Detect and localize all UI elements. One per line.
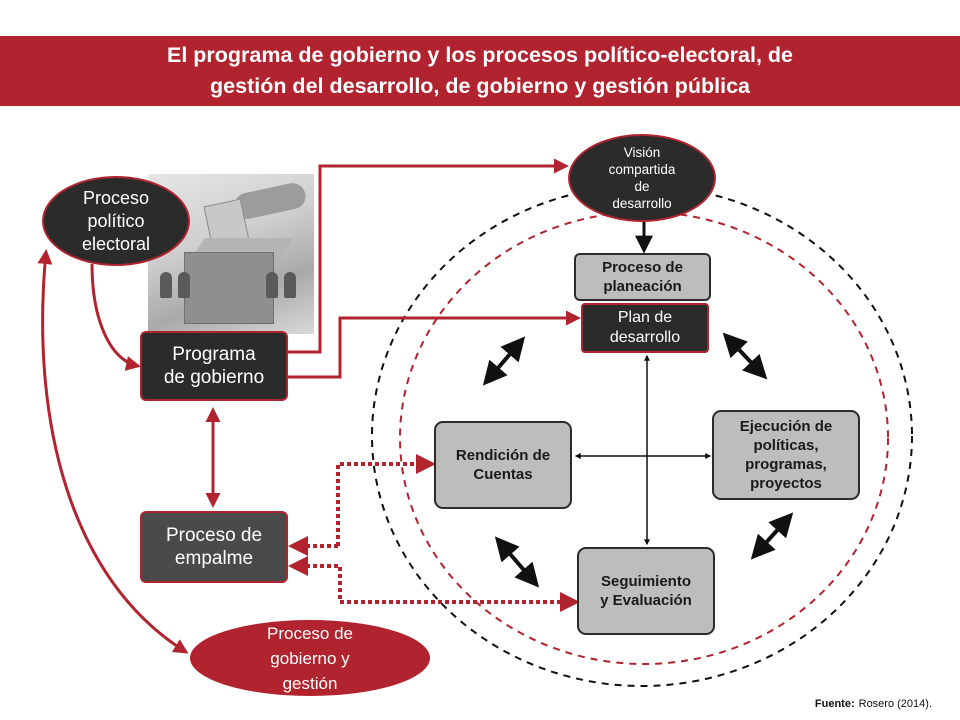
title-line-2: gestión del desarrollo, de gobierno y ge…: [210, 74, 750, 98]
seguimiento-evaluacion-node: Seguimiento y Evaluación: [577, 547, 715, 635]
node-line: proyectos: [750, 475, 822, 492]
node-line: político: [87, 210, 145, 231]
source-text: Rosero (2014).: [858, 698, 932, 710]
proceso-gobierno-gestion-node: Proceso de gobierno y gestión: [190, 620, 430, 696]
arrow-programa-to-vision: [288, 158, 569, 354]
box-shape: [184, 252, 274, 324]
node-line: desarrollo: [612, 196, 672, 211]
node-line: Proceso de: [267, 623, 353, 643]
dotted-empalme-seguimiento: [288, 556, 580, 612]
node-line: Cuentas: [473, 466, 533, 483]
node-line: desarrollo: [609, 329, 681, 346]
arrow-politico-gobierno: [37, 249, 189, 654]
node-line: Visión: [623, 145, 661, 160]
rendicion-de-cuentas-node: Rendición de Cuentas: [434, 421, 572, 509]
proceso-de-planeacion-node: Proceso de planeación: [574, 253, 711, 301]
node-line: de gobierno: [163, 367, 265, 388]
node-line: empalme: [174, 548, 254, 569]
dotted-empalme-rendicion: [336, 454, 436, 546]
title-bar: El programa de gobierno y los procesos p…: [0, 36, 960, 106]
arrow-politico-to-programa: [90, 263, 141, 371]
node-line: gestión: [282, 673, 338, 693]
cycle-arrow-plan-ejecucion: [722, 332, 768, 380]
node-line: planeación: [603, 278, 682, 295]
arrow-programa-to-plan: [288, 310, 581, 379]
vision-compartida-node: Visión compartida de desarrollo: [568, 134, 716, 222]
node-line: políticas,: [753, 437, 819, 454]
node-line: Proceso de: [165, 525, 263, 546]
node-line: programas,: [745, 456, 827, 473]
proceso-politico-electoral-node: Proceso político electoral: [42, 176, 190, 266]
source-label: Fuente:: [814, 698, 855, 710]
node-line: y Evaluación: [600, 592, 692, 609]
proceso-de-empalme-node: Proceso de empalme: [140, 511, 288, 583]
node-line: Rendición de: [455, 447, 551, 464]
plan-de-desarrollo-node: Plan de desarrollo: [581, 303, 709, 353]
title-line-1: El programa de gobierno y los procesos p…: [166, 43, 794, 67]
cycle-arrow-rendicion-seguimiento: [494, 536, 540, 588]
cycle-arrow-plan-rendicion: [482, 336, 526, 386]
node-line: Programa: [172, 344, 256, 365]
node-line: compartida: [608, 162, 676, 177]
person-figure: [266, 272, 278, 298]
source-note: Fuente:Rosero (2014).: [815, 698, 932, 710]
programa-de-gobierno-node: Programa de gobierno: [140, 331, 288, 401]
node-line: de: [634, 179, 650, 194]
node-line: Proceso de: [602, 259, 683, 276]
cycle-arrow-ejecucion-seguimiento: [750, 512, 794, 560]
node-line: Ejecución de: [739, 418, 833, 435]
node-line: gobierno y: [270, 648, 350, 668]
node-line: Plan de: [617, 309, 673, 326]
node-line: Proceso: [82, 187, 150, 208]
node-line: electoral: [81, 233, 151, 254]
node-line: Seguimiento: [600, 573, 691, 590]
ejecucion-de-politicas-node: Ejecución de políticas, programas, proye…: [712, 410, 860, 500]
person-figure: [284, 272, 296, 298]
